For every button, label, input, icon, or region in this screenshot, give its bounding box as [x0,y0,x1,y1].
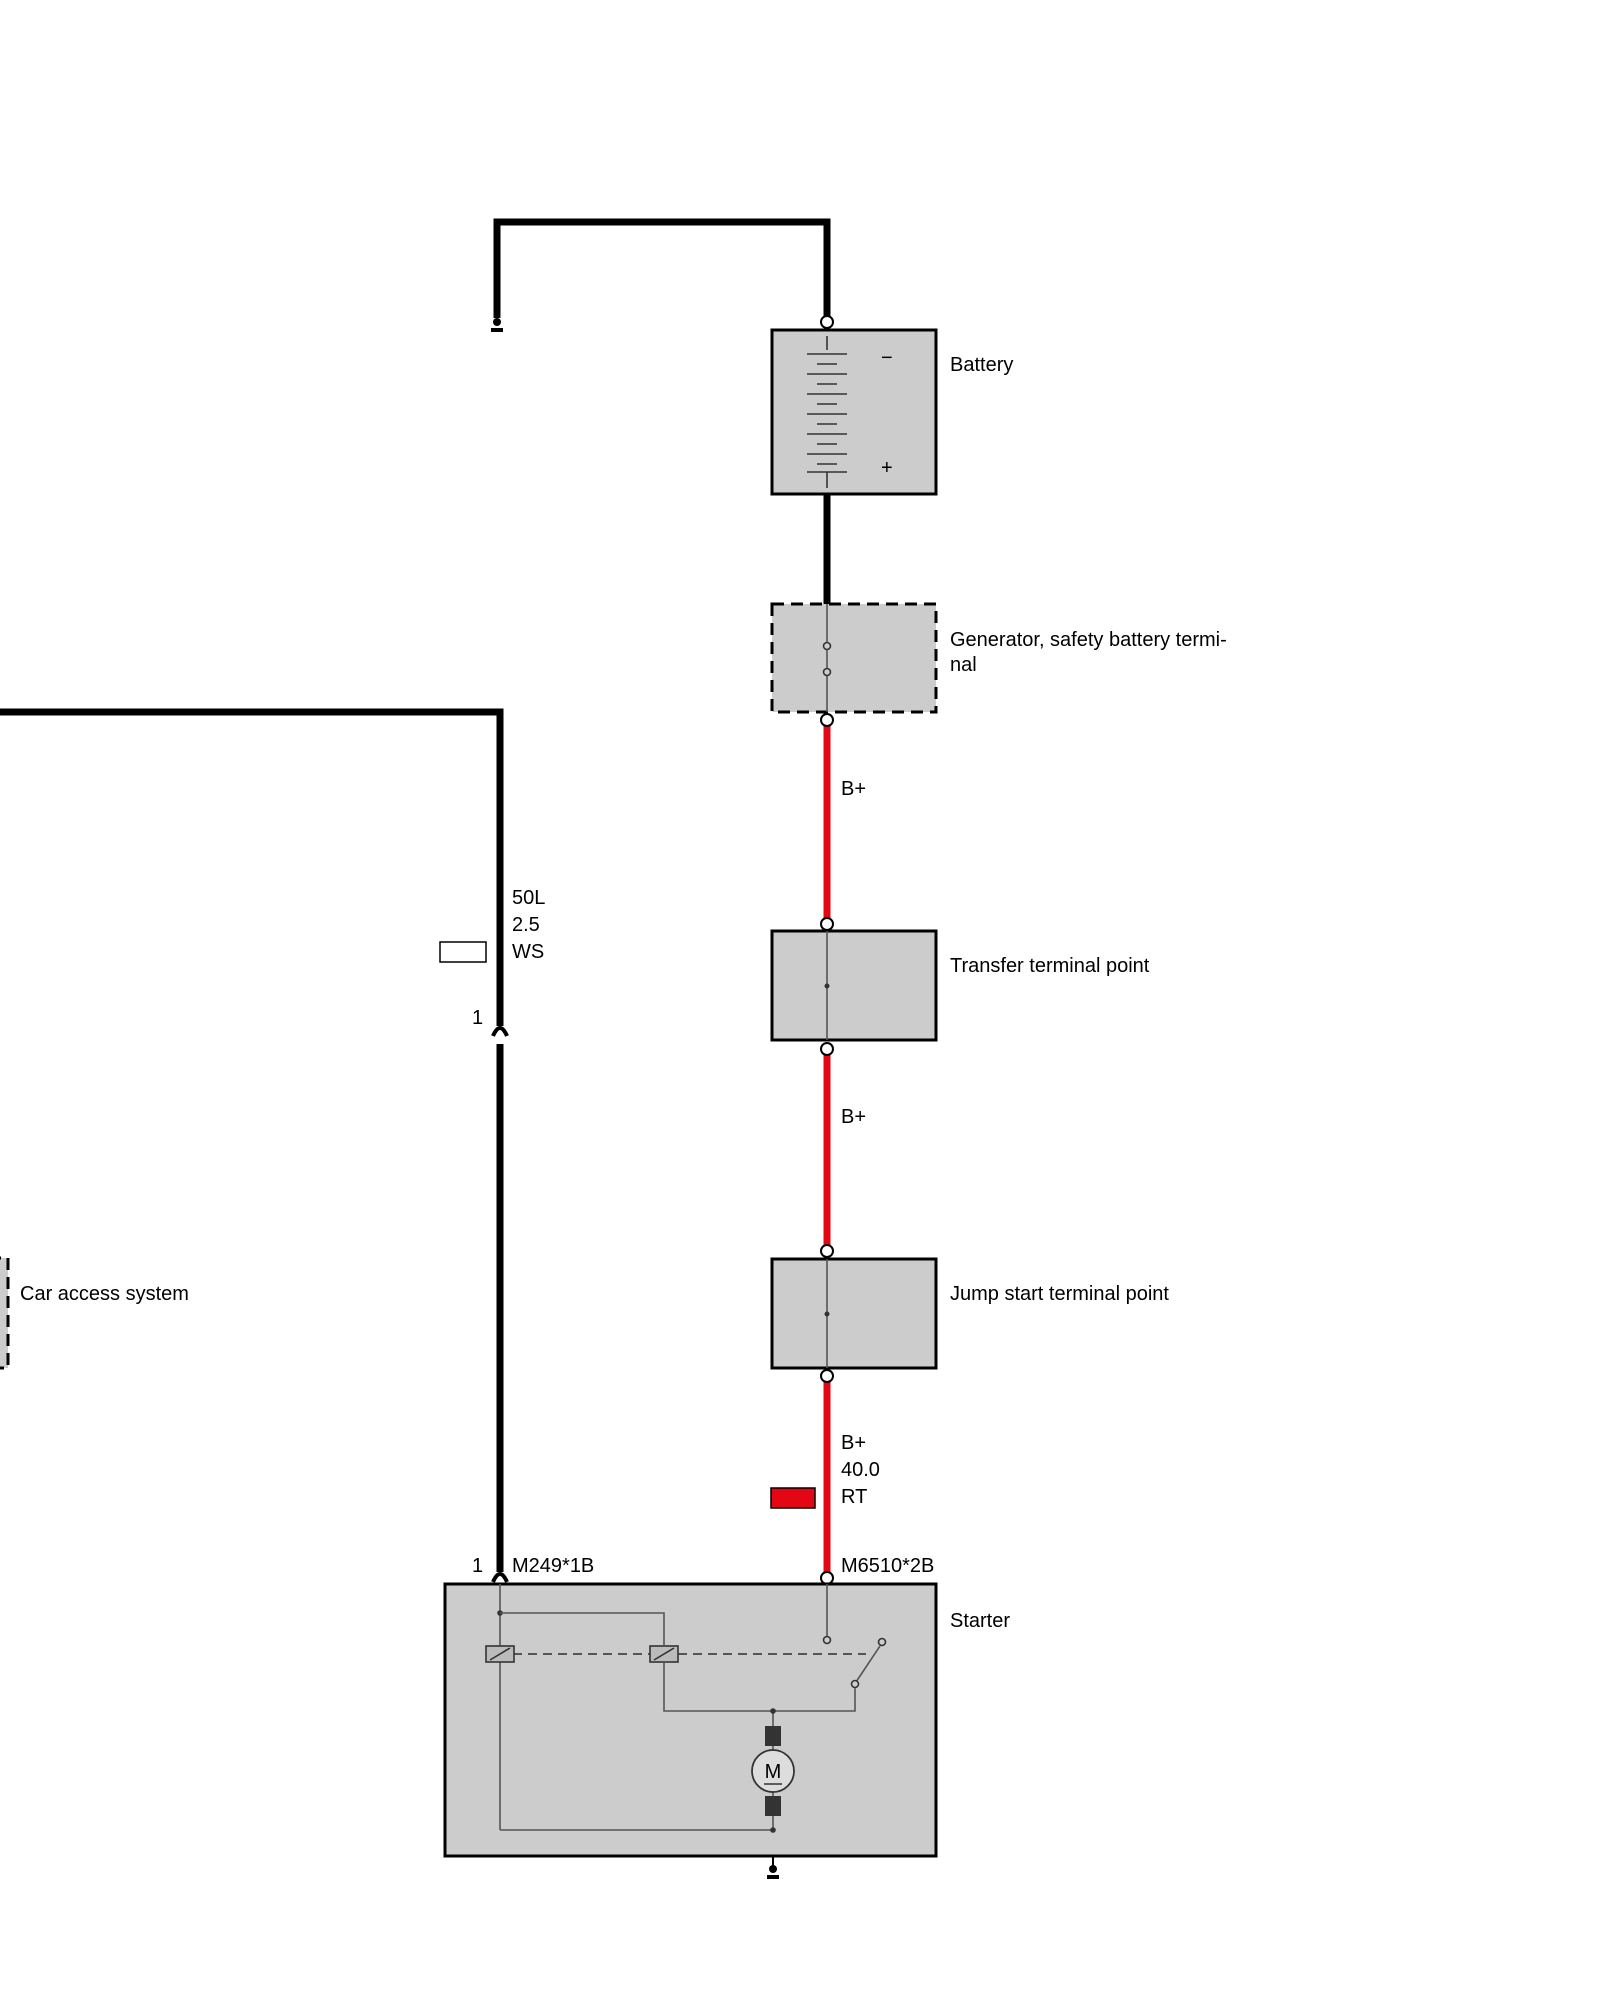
solenoid-coil-right-icon [649,1645,679,1663]
battery-plus-sign: + [881,457,893,479]
battery-box [770,328,938,496]
wire-bplus-3-gauge: 40.0 [841,1459,880,1481]
connector-pin-1-top [491,1026,509,1037]
wire-bplus-1-label: B+ [841,778,866,800]
generator-terminal-bottom [820,713,834,727]
starter-box [443,1582,938,1858]
svg-text:M: M [765,1761,782,1783]
generator-label-line2: nal [950,654,977,676]
solenoid-coil-left-icon [485,1645,515,1663]
transfer-label: Transfer terminal point [950,955,1150,977]
car-access-box [0,1256,10,1370]
jumpstart-node [824,1311,830,1317]
connector-pin-1-top-label: 1 [472,1007,483,1029]
jumpstart-terminal-bottom [820,1369,834,1383]
jumpstart-label: Jump start terminal point [950,1283,1169,1305]
wire-50l-gauge: 2.5 [512,914,540,936]
wire-color-swatch-red [770,1487,816,1509]
motor-icon: M [751,1726,795,1816]
wire-50l-upper [0,708,504,1026]
ground-symbol-bottom [767,1865,779,1879]
generator-label-line1: Generator, safety battery termi- [950,629,1227,651]
generator-fuse-icon [822,604,832,712]
wire-bplus-3-signal: B+ [841,1432,866,1454]
ground-symbol-top [491,318,503,332]
connector-m6510-label: M6510*2B [841,1555,934,1577]
battery-terminal-top [820,315,834,329]
battery-minus-sign: − [881,347,893,369]
connector-m249-label: M249*1B [512,1555,594,1577]
transfer-box [770,929,938,1042]
transfer-terminal-bottom [820,1042,834,1056]
connector-m6510-terminal [820,1571,834,1585]
connector-m249-pin: 1 [472,1555,483,1577]
transfer-node [824,983,830,989]
wire-bplus-3-color: RT [841,1486,867,1508]
jumpstart-box [770,1257,938,1370]
battery-label: Battery [950,354,1013,376]
wire-50l-terminal: 50L [512,887,545,909]
generator-box [770,602,938,714]
starter-label: Starter [950,1610,1010,1632]
transfer-terminal-top [820,917,834,931]
car-access-label: Car access system [20,1283,189,1305]
wire-50l-color: WS [512,941,544,963]
wire-bplus-2-label: B+ [841,1106,866,1128]
connector-m249-terminal [491,1572,509,1583]
battery-cells-icon [807,336,847,488]
wire-color-swatch-white [439,941,487,963]
wire-battery-ground [493,218,831,322]
jumpstart-terminal-top [820,1244,834,1258]
